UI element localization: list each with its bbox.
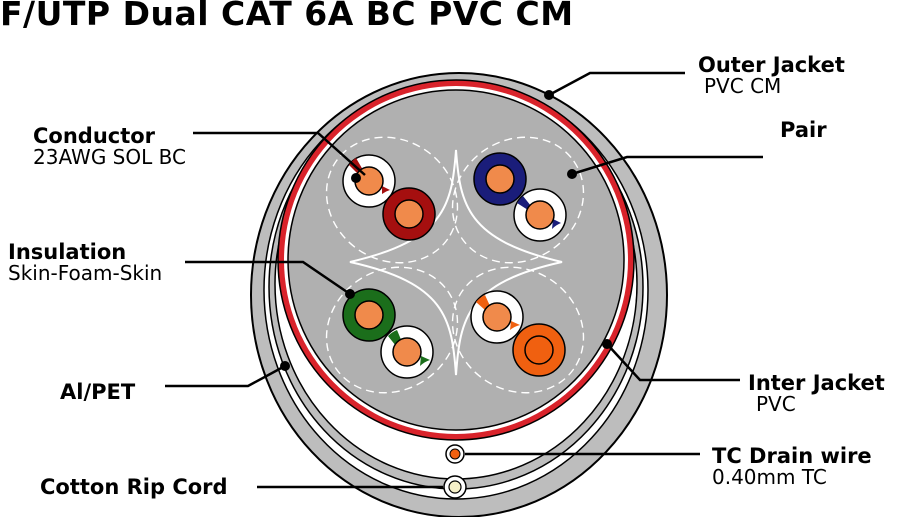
outer-jacket-value: PVC CM [704, 74, 782, 99]
label-tc-drain-wire: TC Drain wire 0.40mm TC [712, 445, 872, 488]
pair-name: Pair [780, 118, 827, 142]
insulation-name: Insulation [8, 240, 127, 264]
label-outer-jacket: Outer Jacket PVC CM [698, 54, 845, 97]
leader-dots [280, 90, 612, 371]
tc-drain-wire [445, 444, 465, 464]
diagram-title: F/UTP Dual CAT 6A BC PVC CM [0, 0, 574, 33]
pair-outline-bottom-right [451, 266, 585, 394]
pair-green [342, 288, 434, 379]
pair-outline-bottom-left [325, 266, 459, 394]
label-insulation: Insulation Skin-Foam-Skin [8, 241, 162, 284]
pair-blue [473, 152, 567, 242]
outer-jacket-name: Outer Jacket [698, 53, 845, 77]
label-al-pet: Al/PET [60, 379, 135, 405]
label-inter-jacket: Inter Jacket PVC [748, 372, 885, 415]
conductor-value: 23AWG SOL BC [33, 145, 186, 170]
cotton-rip-cord-name: Cotton Rip Cord [40, 475, 228, 499]
pair-orange [470, 290, 566, 377]
insulation-value: Skin-Foam-Skin [8, 261, 163, 286]
conductor-name: Conductor [33, 124, 156, 148]
al-pet-name: Al/PET [60, 380, 136, 404]
inter-jacket-name: Inter Jacket [748, 371, 885, 395]
label-pair: Pair [780, 117, 827, 143]
tc-drain-wire-value: 0.40mm TC [712, 465, 827, 490]
tc-drain-wire-name: TC Drain wire [712, 444, 872, 468]
pair-outline-top-left [325, 136, 459, 264]
label-cotton-rip-cord: Cotton Rip Cord [40, 474, 228, 500]
inter-jacket-value: PVC [756, 392, 796, 417]
leader-lines [165, 71, 763, 489]
cotton-rip-cord [443, 475, 467, 499]
core-fill [287, 89, 625, 431]
label-conductor: Conductor 23AWG SOL BC [33, 125, 186, 168]
